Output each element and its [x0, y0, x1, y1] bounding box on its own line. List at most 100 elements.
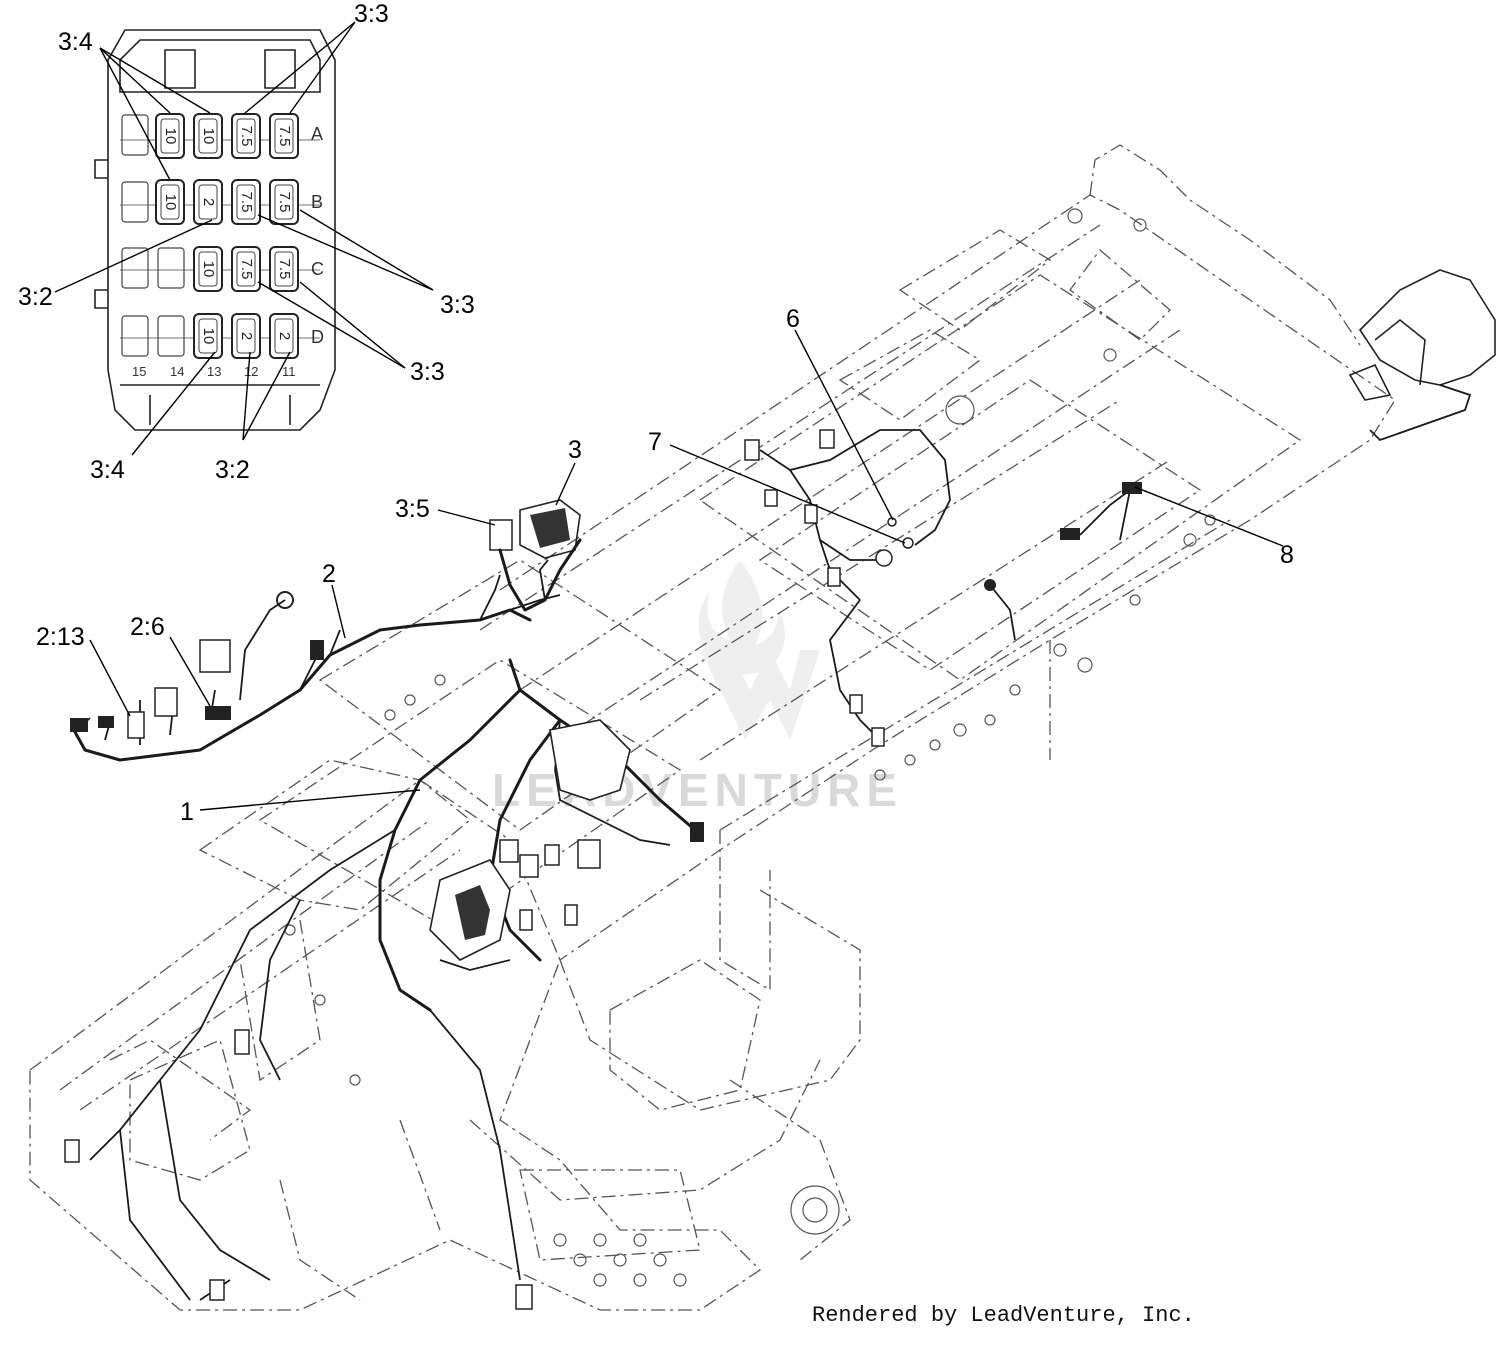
connector — [127, 711, 145, 739]
fuse-inner-r1-c1 — [198, 184, 218, 220]
callout-3-4-top: 3:4 — [58, 28, 93, 56]
connector — [564, 904, 578, 926]
connector — [827, 567, 841, 587]
fuse-inner-r1-c0 — [160, 184, 180, 220]
fuse-inner-r3-c3 — [274, 318, 294, 354]
fuse-r3-c3 — [269, 313, 299, 359]
fuse-r2-c2 — [231, 246, 261, 292]
fuse-rating-r3-c3: 2 — [276, 332, 293, 340]
harness-upper-right — [744, 429, 1142, 747]
connector — [984, 579, 996, 591]
fuse-block-top-cover — [119, 39, 321, 93]
fuse-inner-r0-c1 — [198, 118, 218, 154]
connector — [744, 439, 760, 461]
connector — [804, 504, 818, 524]
callout-2-13: 2:13 — [36, 623, 85, 651]
watermark-logo — [698, 560, 820, 740]
callout-3: 3 — [568, 436, 582, 464]
col-label-13: 13 — [207, 364, 221, 379]
fuse-r0-c0 — [155, 113, 185, 159]
col-label-12: 12 — [244, 364, 258, 379]
col-label-15: 15 — [132, 364, 146, 379]
fuse-rating-r0-c2: 7.5 — [238, 126, 255, 147]
connector — [154, 687, 178, 717]
connector — [690, 822, 704, 842]
fuse-rating-r2-c3: 7.5 — [276, 259, 293, 280]
harness-2 — [70, 574, 561, 762]
callout-2: 2 — [322, 560, 336, 588]
fuse-rating-r1-c0: 10 — [162, 194, 179, 211]
connector — [819, 429, 835, 449]
callout-labels: 3:4 3:3 3:2 3:3 3:3 3:4 3:2 6 7 3 3:5 8 … — [18, 0, 1294, 826]
callout-3-3-low: 3:3 — [410, 358, 445, 386]
fuse-r0-c2 — [231, 113, 261, 159]
fuse-r0-c3 — [269, 113, 299, 159]
callout-2-6: 2:6 — [130, 613, 165, 641]
callout-3-3-mid: 3:3 — [440, 291, 475, 319]
fuse-rating-r1-c1: 2 — [200, 198, 217, 206]
connector — [499, 839, 519, 863]
connector — [98, 716, 114, 728]
fuse-r3-c2 — [231, 313, 261, 359]
connector — [1122, 482, 1142, 494]
connector — [577, 839, 601, 869]
fuse-rating-r2-c2: 7.5 — [238, 259, 255, 280]
connector — [234, 1029, 250, 1055]
fuse-block-bottom-cover — [120, 384, 320, 425]
fuse-rating-r0-c1: 10 — [200, 128, 217, 145]
connector — [205, 706, 231, 720]
fuse-inner-r1-c2 — [236, 184, 256, 220]
footer-credit: Rendered by LeadVenture, Inc. — [812, 1303, 1195, 1328]
row-label-b: B — [311, 192, 323, 212]
ring-terminal — [276, 591, 294, 609]
fuse-rating-r1-c2: 7.5 — [238, 192, 255, 213]
ring-terminal — [902, 537, 914, 549]
fuse-inner-r2-c1 — [198, 251, 218, 287]
row-label-c: C — [311, 259, 324, 279]
fuse-rating-r0-c0: 10 — [162, 128, 179, 145]
fuse-r1-c3 — [269, 179, 299, 225]
fuse-block-side-tabs — [94, 159, 108, 309]
col-label-11: 11 — [282, 364, 296, 379]
fuse-inner-r0-c0 — [160, 118, 180, 154]
callout-3-3-top: 3:3 — [354, 0, 389, 28]
fuse-inner-r2-c2 — [236, 251, 256, 287]
harness-3 — [489, 499, 582, 612]
connector — [764, 489, 778, 507]
callout-6: 6 — [786, 305, 800, 333]
connector — [64, 1139, 80, 1163]
callout-leaders — [89, 329, 1284, 811]
connector — [515, 1284, 533, 1310]
connector — [544, 844, 560, 866]
connector — [519, 909, 533, 931]
callout-3-5: 3:5 — [395, 495, 430, 523]
callout-7: 7 — [648, 428, 662, 456]
fuse-rating-r2-c1: 10 — [200, 261, 217, 278]
connector — [70, 718, 88, 732]
fuse-r2-c1 — [193, 246, 223, 292]
fuse-inner-r3-c2 — [236, 318, 256, 354]
fuse-block-leaders — [54, 21, 434, 456]
fuse-rating-r3-c1: 10 — [200, 328, 217, 345]
connector — [849, 694, 863, 714]
fuse-block-clips — [164, 49, 296, 89]
fuse-r2-c3 — [269, 246, 299, 292]
fuse-r0-c1 — [193, 113, 223, 159]
sensor — [875, 549, 893, 567]
fuse-r1-c2 — [231, 179, 261, 225]
harness-1 — [64, 658, 704, 1310]
fuse-r1-c1 — [193, 179, 223, 225]
fuse-inner-r2-c3 — [274, 251, 294, 287]
connector — [310, 640, 324, 660]
connector — [519, 854, 539, 878]
callout-8: 8 — [1280, 541, 1294, 569]
motor-assembly — [1348, 269, 1496, 442]
fuse-inner-r3-c1 — [198, 318, 218, 354]
fuse-r3-c1 — [193, 313, 223, 359]
row-label-a: A — [311, 124, 323, 144]
connector — [1060, 528, 1080, 540]
connector — [209, 1279, 225, 1301]
